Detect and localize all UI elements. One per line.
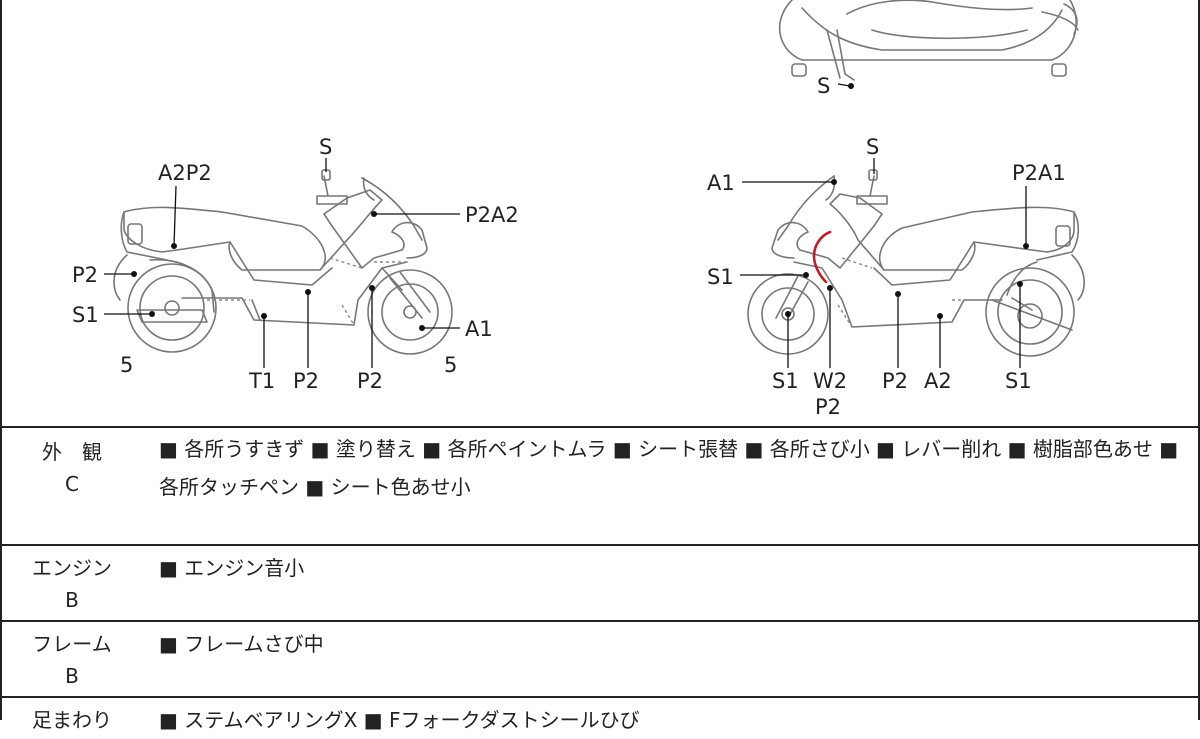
grade-label: B [65, 588, 79, 612]
damage-label: A1 [707, 171, 735, 195]
right-view-markers [740, 83, 1029, 368]
description-text: ■ 各所うすきず ■ 塗り替え ■ 各所ペイントムラ ■ シート張替 ■ 各所さ… [159, 437, 1179, 499]
section-engine: エンジン B ■ エンジン音小 [2, 544, 1200, 622]
section-frame: フレーム B ■ フレームさび中 [2, 620, 1200, 698]
right-view-labels: S A1 P2A1 S1 S1 W2 P2 P2 A2 S1 [707, 135, 1066, 419]
description-text: ■ フレームさび中 [159, 632, 324, 656]
category-cell: フレーム B [2, 628, 142, 692]
category-cell: エンジン B [2, 552, 142, 616]
grade-label: B [65, 664, 79, 688]
damage-label: S [866, 135, 879, 159]
damage-label: W2 [813, 369, 847, 393]
damage-label: P2A1 [1012, 161, 1066, 185]
damage-label: S [319, 135, 332, 159]
damage-mark [812, 230, 832, 284]
damage-label: A2 [924, 369, 952, 393]
damage-label: S [817, 74, 830, 98]
damage-label: S1 [707, 265, 734, 289]
damage-label: S1 [1005, 369, 1032, 393]
category-cell: 外 観 C [2, 436, 142, 500]
category-label: 外 観 [42, 440, 102, 464]
damage-label: P2 [357, 369, 383, 393]
grade-label: C [65, 472, 79, 496]
damage-label: A2P2 [158, 161, 212, 185]
category-label: エンジン [32, 556, 112, 580]
left-view-markers [104, 158, 460, 368]
damage-label: A1 [465, 317, 493, 341]
damage-diagram: S S A2P2 P2A2 P2 S1 A1 5 T1 P2 P2 5 S A1… [72, 0, 1085, 419]
category-label: フレーム [32, 632, 112, 656]
damage-label: S1 [72, 303, 99, 327]
damage-label: P2A2 [465, 203, 519, 227]
damage-label: T1 [248, 369, 275, 393]
damage-label: P2 [293, 369, 319, 393]
damage-label: P2 [72, 263, 98, 287]
top-view-labels: S [817, 74, 830, 98]
category-label: 足まわり [32, 708, 112, 732]
section-exterior: 外 観 C ■ 各所うすきず ■ 塗り替え ■ 各所ペイントムラ ■ シート張替… [2, 426, 1200, 546]
section-suspension: 足まわり ■ ステムベアリングX ■ Fフォークダストシールひび [2, 696, 1200, 736]
damage-label: P2 [815, 395, 841, 419]
description-text: ■ エンジン音小 [159, 556, 305, 580]
damage-label: 5 [444, 353, 457, 377]
category-cell: 足まわり [2, 704, 142, 736]
right-view-scooter [747, 169, 1085, 357]
damage-label: 5 [120, 353, 133, 377]
damage-label: P2 [882, 369, 908, 393]
description-text: ■ ステムベアリングX ■ Fフォークダストシールひび [159, 708, 640, 732]
top-view-scooter [778, 0, 1079, 81]
left-view-scooter [113, 169, 453, 355]
damage-label: S1 [772, 369, 799, 393]
left-view-labels: S A2P2 P2A2 P2 S1 A1 5 T1 P2 P2 5 [72, 135, 519, 393]
